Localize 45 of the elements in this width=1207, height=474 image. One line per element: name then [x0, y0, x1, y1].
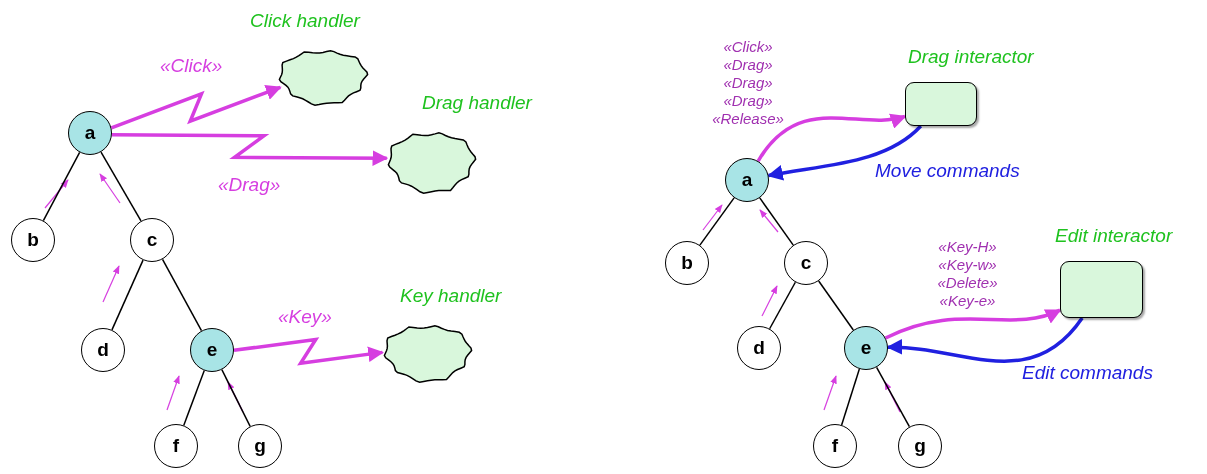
tree-node: g [898, 424, 942, 468]
tree-node: c [130, 218, 174, 262]
edge-label: «Key» [278, 306, 332, 328]
arrow [756, 112, 907, 163]
tree-line [221, 368, 251, 428]
node-heading: Drag handler [422, 92, 532, 114]
edge-label: Edit commands [1022, 362, 1153, 384]
tree-node: f [154, 424, 198, 468]
node-heading: Drag interactor [908, 46, 1034, 68]
arrow [886, 316, 1084, 363]
edge-label: Move commands [875, 160, 1020, 182]
tree-line [759, 197, 794, 246]
tree-node: b [11, 218, 55, 262]
tree-node: b [665, 241, 709, 285]
tree-line [875, 366, 911, 428]
tree-line [699, 197, 735, 246]
tree-node: e [844, 326, 888, 370]
tree-node: d [737, 326, 781, 370]
tree-line [817, 280, 855, 331]
tree-node: a [68, 111, 112, 155]
tree-line [100, 151, 142, 222]
tree-node: g [238, 424, 282, 468]
tree-line [42, 151, 81, 222]
tree-line [840, 368, 861, 426]
arrow [233, 337, 384, 366]
tree-line [111, 259, 144, 331]
arrow [884, 308, 1062, 340]
node-heading: Key handler [400, 285, 502, 307]
tree-line [161, 258, 203, 332]
arrow [110, 84, 282, 130]
tree-node: d [81, 328, 125, 372]
tree-line [182, 369, 206, 427]
tree-node: a [725, 158, 769, 202]
tree-node: e [190, 328, 234, 372]
arrow [767, 124, 922, 181]
node-heading: Edit interactor [1055, 225, 1173, 247]
arrow [111, 133, 389, 166]
edge-label: «Click» [160, 55, 223, 77]
node-heading: Click handler [250, 10, 360, 32]
tree-node: f [813, 424, 857, 468]
edge-label: «Drag» [218, 174, 281, 196]
tree-node: c [784, 241, 828, 285]
edge-label: «Key-H» «Key-w» «Delete» «Key-e» [936, 238, 999, 310]
edge-label: «Click» «Drag» «Drag» «Drag» «Release» [711, 38, 785, 128]
tree-line [768, 281, 797, 330]
